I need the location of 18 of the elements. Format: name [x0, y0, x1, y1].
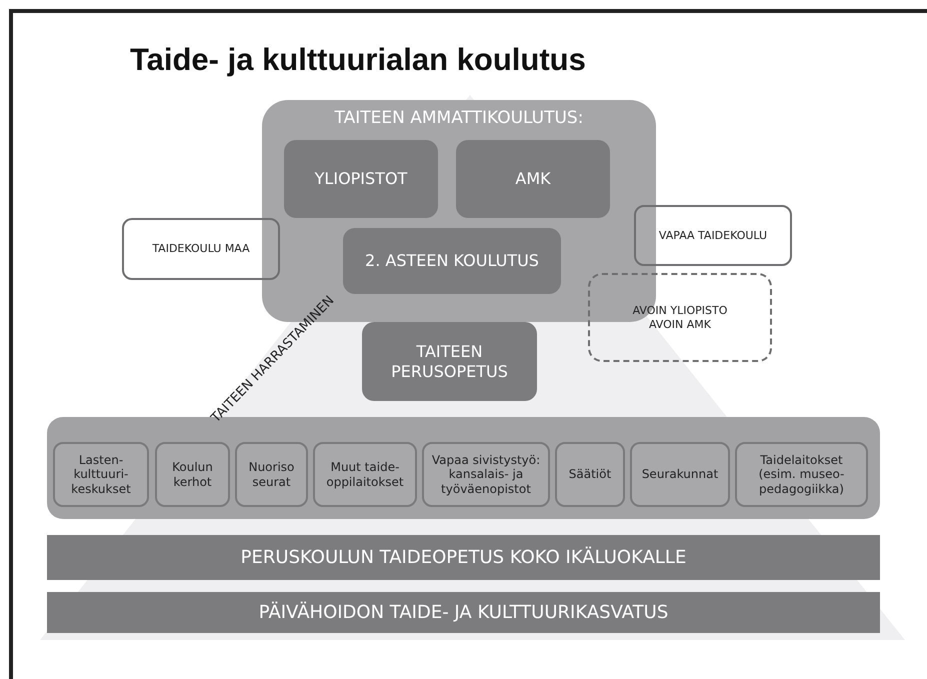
- category-box: YLIOPISTOT: [284, 140, 438, 218]
- panel-heading: TAITEEN AMMATTIKOULUTUS:: [334, 108, 584, 128]
- category-box: Säätiöt: [555, 442, 625, 507]
- category-box: Koulun kerhot: [155, 442, 230, 507]
- category-box: VAPAA TAIDEKOULU: [634, 205, 792, 266]
- category-box: Lasten- kulttuuri- keskukset: [53, 442, 149, 507]
- level-bar: PERUSKOULUN TAIDEOPETUS KOKO IKÄLUOKALLE: [47, 535, 880, 580]
- category-box: TAITEEN PERUSOPETUS: [362, 322, 537, 401]
- category-box: Vapaa sivistystyö: kansalais- ja työväenopistot: [422, 442, 550, 507]
- category-box: TAIDEKOULU MAA: [122, 218, 280, 280]
- title: Taide- ja kulttuurialan koulutus: [130, 42, 586, 78]
- category-box: AMK: [456, 140, 610, 218]
- category-box: Nuoriso seurat: [235, 442, 308, 507]
- category-box: Taidelaitokset (esim. museo- pedagogiikka): [735, 442, 868, 507]
- category-box: 2. ASTEEN KOULUTUS: [343, 228, 561, 294]
- level-bar: PÄIVÄHOIDON TAIDE- JA KULTTUURIKASVATUS: [47, 592, 880, 633]
- category-box: Seurakunnat: [630, 442, 730, 507]
- category-box: Muut taide- oppilaitokset: [313, 442, 417, 507]
